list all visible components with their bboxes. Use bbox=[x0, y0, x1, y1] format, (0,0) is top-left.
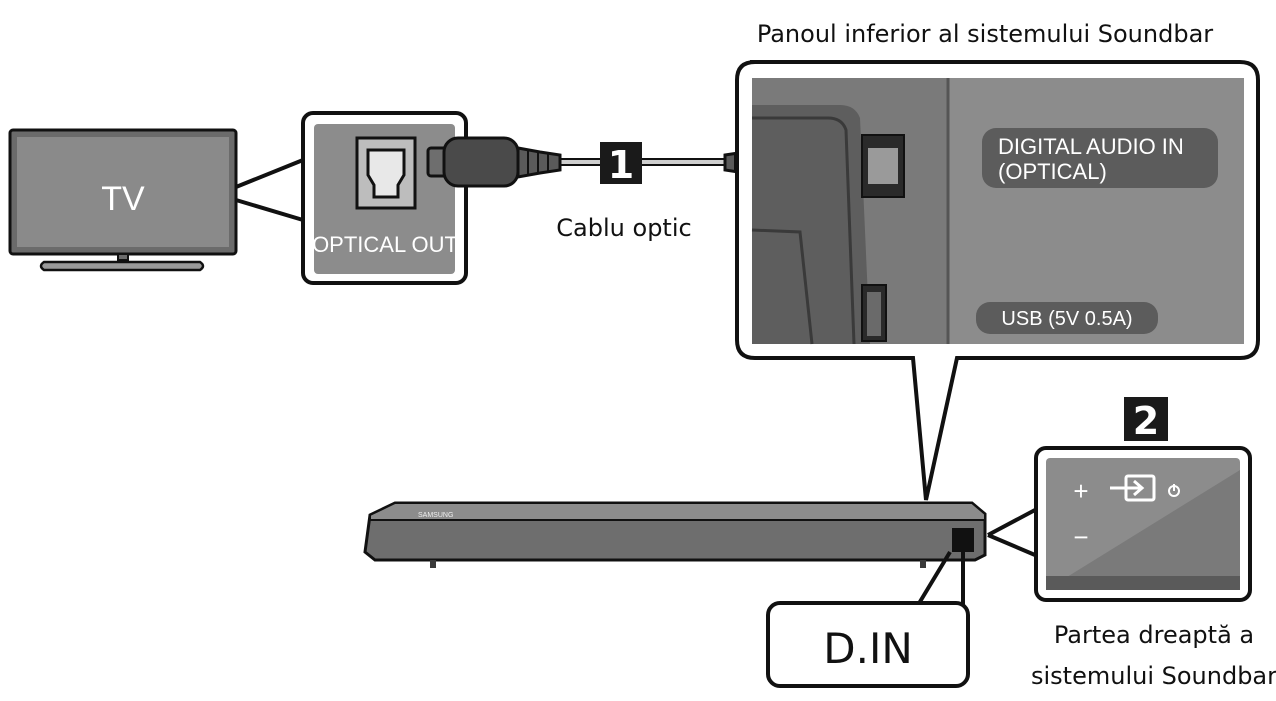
d-in-label: D.IN bbox=[823, 624, 913, 673]
tv-icon bbox=[8, 128, 238, 272]
step1-number: 1 bbox=[608, 143, 634, 187]
side-panel-callout bbox=[987, 508, 1036, 557]
side-panel-box bbox=[1034, 446, 1252, 602]
tv-callout bbox=[235, 158, 304, 222]
cable-label: Cablu optic bbox=[556, 214, 691, 242]
side-panel-caption-2: sistemului Soundbar bbox=[1031, 662, 1276, 690]
soundbar-brand: SAMSUNG bbox=[418, 512, 453, 519]
d-in-callout-line bbox=[916, 550, 965, 607]
side-panel-caption-1: Partea dreaptă a bbox=[1054, 621, 1254, 649]
optical-plug-icon bbox=[426, 136, 562, 188]
step1-badge bbox=[600, 142, 642, 184]
source-input-icon[interactable] bbox=[1110, 474, 1156, 502]
volume-up-button[interactable]: + bbox=[1073, 476, 1088, 506]
power-icon[interactable] bbox=[1168, 484, 1180, 497]
step2-number: 2 bbox=[1133, 399, 1159, 443]
digital-audio-in-label: DIGITAL AUDIO IN bbox=[998, 134, 1184, 159]
usb-label: USB (5V 0.5A) bbox=[1001, 308, 1132, 330]
bottom-panel-callout bbox=[735, 60, 1260, 501]
d-in-box bbox=[766, 601, 970, 688]
tv-label: TV bbox=[101, 180, 145, 218]
soundbar bbox=[363, 501, 987, 568]
optical-in-label: (OPTICAL) bbox=[998, 159, 1107, 184]
optical-port-icon bbox=[355, 136, 417, 210]
panel-title: Panoul inferior al sistemului Soundbar bbox=[757, 20, 1213, 48]
optical-out-label: OPTICAL OUT bbox=[312, 232, 458, 257]
volume-down-button[interactable]: − bbox=[1073, 522, 1088, 552]
step2-badge bbox=[1124, 397, 1168, 441]
